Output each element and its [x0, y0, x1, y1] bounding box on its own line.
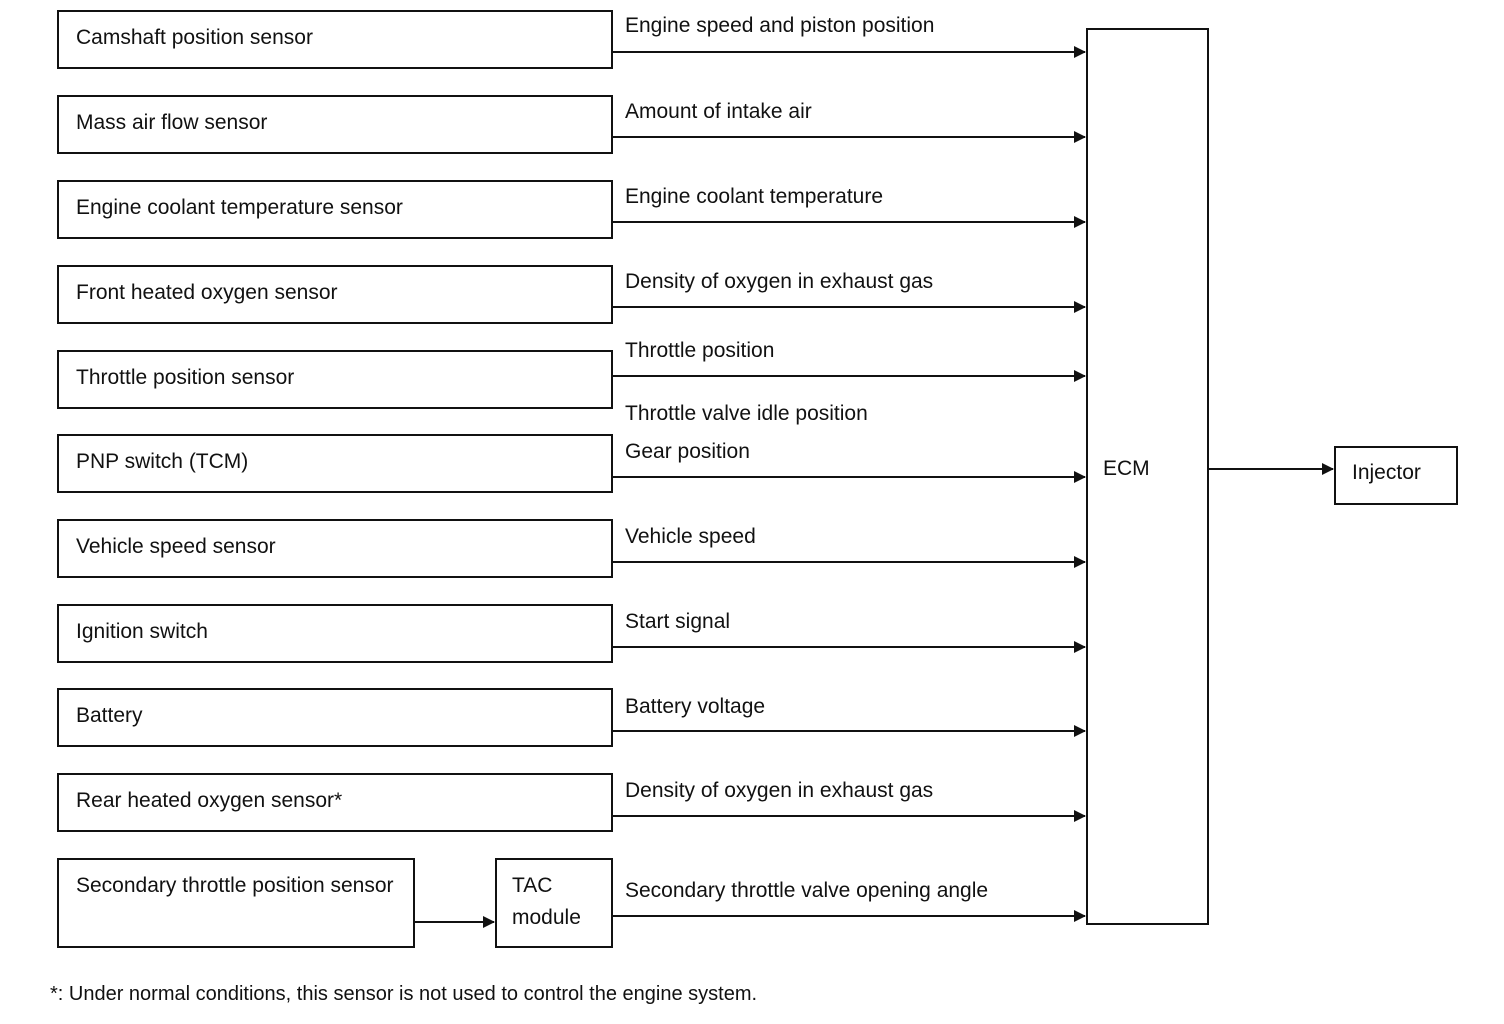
- source-label: Throttle position sensor: [76, 366, 295, 389]
- source-label: Vehicle speed sensor: [76, 535, 276, 558]
- source-label: Engine coolant temperature sensor: [76, 196, 403, 219]
- signal-label: Battery voltage: [625, 695, 766, 718]
- tac-module-box: TAC module: [495, 858, 613, 948]
- source-label: Secondary throttle position sensor: [76, 874, 394, 897]
- source-box-vehicle-speed: Vehicle speed sensor: [57, 519, 613, 578]
- ecm-label: ECM: [1103, 457, 1150, 480]
- signal-label: Amount of intake air: [625, 100, 812, 123]
- source-label: Mass air flow sensor: [76, 111, 268, 134]
- footnote: *: Under normal conditions, this sensor …: [50, 983, 758, 1005]
- signal-label: Throttle position: [625, 339, 775, 362]
- source-box-camshaft: Camshaft position sensor: [57, 10, 613, 69]
- source-box-battery: Battery: [57, 688, 613, 747]
- source-label: Front heated oxygen sensor: [76, 281, 338, 304]
- source-box-coolant: Engine coolant temperature sensor: [57, 180, 613, 239]
- source-label: Camshaft position sensor: [76, 26, 313, 49]
- signal-label-secondary: Throttle valve idle position: [625, 402, 868, 425]
- signal-label: Vehicle speed: [625, 525, 756, 548]
- injector-label: Injector: [1352, 461, 1421, 484]
- source-box-maf: Mass air flow sensor: [57, 95, 613, 154]
- injector-box: Injector: [1334, 446, 1458, 505]
- source-label: PNP switch (TCM): [76, 450, 249, 473]
- tac-module-label: TAC module: [512, 874, 581, 929]
- source-label: Rear heated oxygen sensor*: [76, 789, 343, 812]
- source-box-ignition: Ignition switch: [57, 604, 613, 663]
- signal-label: Gear position: [625, 440, 750, 463]
- source-label: Ignition switch: [76, 620, 208, 643]
- signal-label: Density of oxygen in exhaust gas: [625, 779, 934, 802]
- source-box-rear-o2: Rear heated oxygen sensor*: [57, 773, 613, 832]
- ecm-box: ECM: [1086, 28, 1209, 925]
- source-box-front-o2: Front heated oxygen sensor: [57, 265, 613, 324]
- signal-label: Engine coolant temperature: [625, 185, 883, 208]
- source-box-secondary-throttle: Secondary throttle position sensor: [57, 858, 415, 948]
- source-box-pnp: PNP switch (TCM): [57, 434, 613, 493]
- signal-label: Secondary throttle valve opening angle: [625, 879, 989, 902]
- signal-label: Start signal: [625, 610, 731, 633]
- signal-label: Engine speed and piston position: [625, 14, 935, 37]
- signal-label: Density of oxygen in exhaust gas: [625, 270, 934, 293]
- source-label: Battery: [76, 704, 143, 727]
- source-box-throttle: Throttle position sensor: [57, 350, 613, 409]
